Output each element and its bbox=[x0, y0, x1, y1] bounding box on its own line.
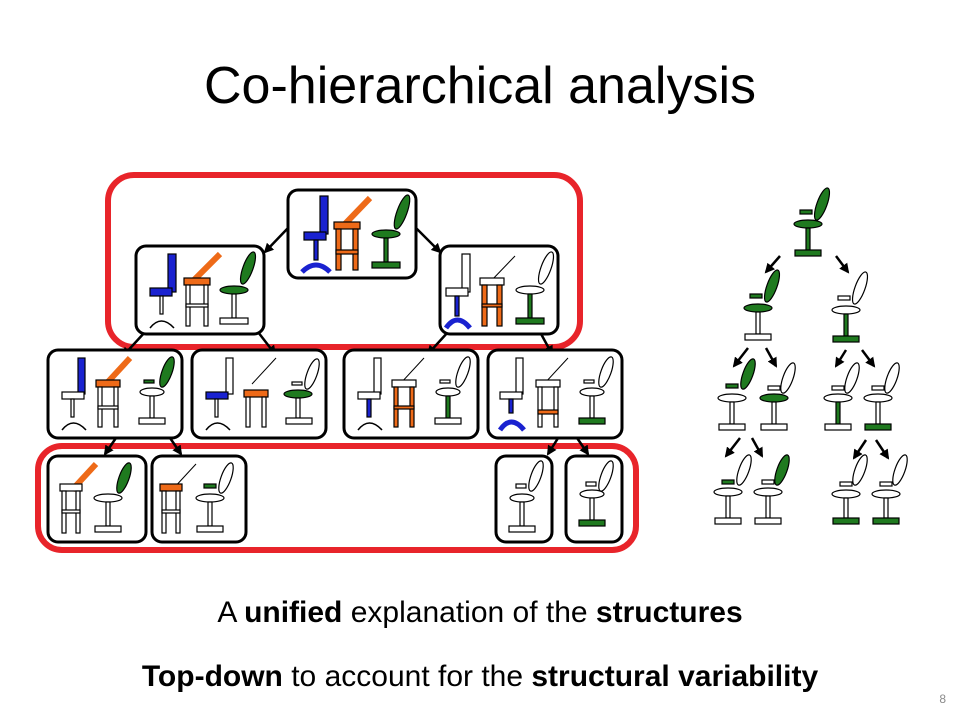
right-node-l2-c bbox=[823, 362, 860, 431]
right-node-l3-a bbox=[713, 454, 752, 525]
node-level2-a bbox=[46, 348, 184, 440]
node-level2-d bbox=[486, 348, 624, 440]
right-node-l2-d bbox=[863, 362, 900, 431]
right-node-l3-b bbox=[753, 454, 790, 525]
node-level2-b bbox=[190, 348, 328, 440]
bottom-highlight-group bbox=[35, 443, 639, 553]
orange-bar-chair bbox=[333, 195, 373, 271]
top-highlight-group bbox=[105, 172, 583, 350]
slide-title: Co-hierarchical analysis bbox=[204, 57, 756, 115]
node-level1-left bbox=[134, 244, 266, 336]
caption-emphasis: structures bbox=[595, 596, 743, 629]
right-node-l1-left bbox=[743, 269, 781, 341]
node-level3-d bbox=[564, 454, 624, 544]
right-node-root bbox=[793, 187, 831, 257]
green-swivel-chair bbox=[371, 194, 411, 269]
caption-emphasis: Top-down bbox=[141, 660, 283, 693]
blue-office-chair bbox=[300, 195, 332, 274]
node-level3-b bbox=[150, 454, 248, 544]
node-level3-a bbox=[46, 454, 148, 544]
caption-text: A bbox=[217, 596, 245, 629]
node-level1-right bbox=[438, 244, 560, 336]
right-node-l2-a bbox=[717, 358, 756, 431]
right-node-l2-b bbox=[759, 362, 796, 431]
node-level3-c bbox=[494, 454, 554, 544]
page-number: 8 bbox=[939, 692, 946, 706]
right-hierarchy-arrows bbox=[724, 255, 890, 460]
caption-text: to account for the bbox=[282, 660, 532, 693]
right-node-l3-d bbox=[871, 454, 908, 525]
right-node-l1-right bbox=[831, 271, 869, 343]
right-node-l3-c bbox=[831, 454, 868, 525]
node-root bbox=[286, 188, 418, 280]
node-level2-c bbox=[342, 348, 480, 440]
caption-line-2: Top-down to account for the structural v… bbox=[0, 662, 960, 692]
caption-line-1: A unified explanation of the structures bbox=[0, 598, 960, 628]
caption-emphasis: structural variability bbox=[531, 660, 819, 693]
right-hierarchy bbox=[713, 187, 908, 525]
caption-emphasis: unified bbox=[244, 596, 343, 629]
caption-text: explanation of the bbox=[342, 596, 596, 629]
